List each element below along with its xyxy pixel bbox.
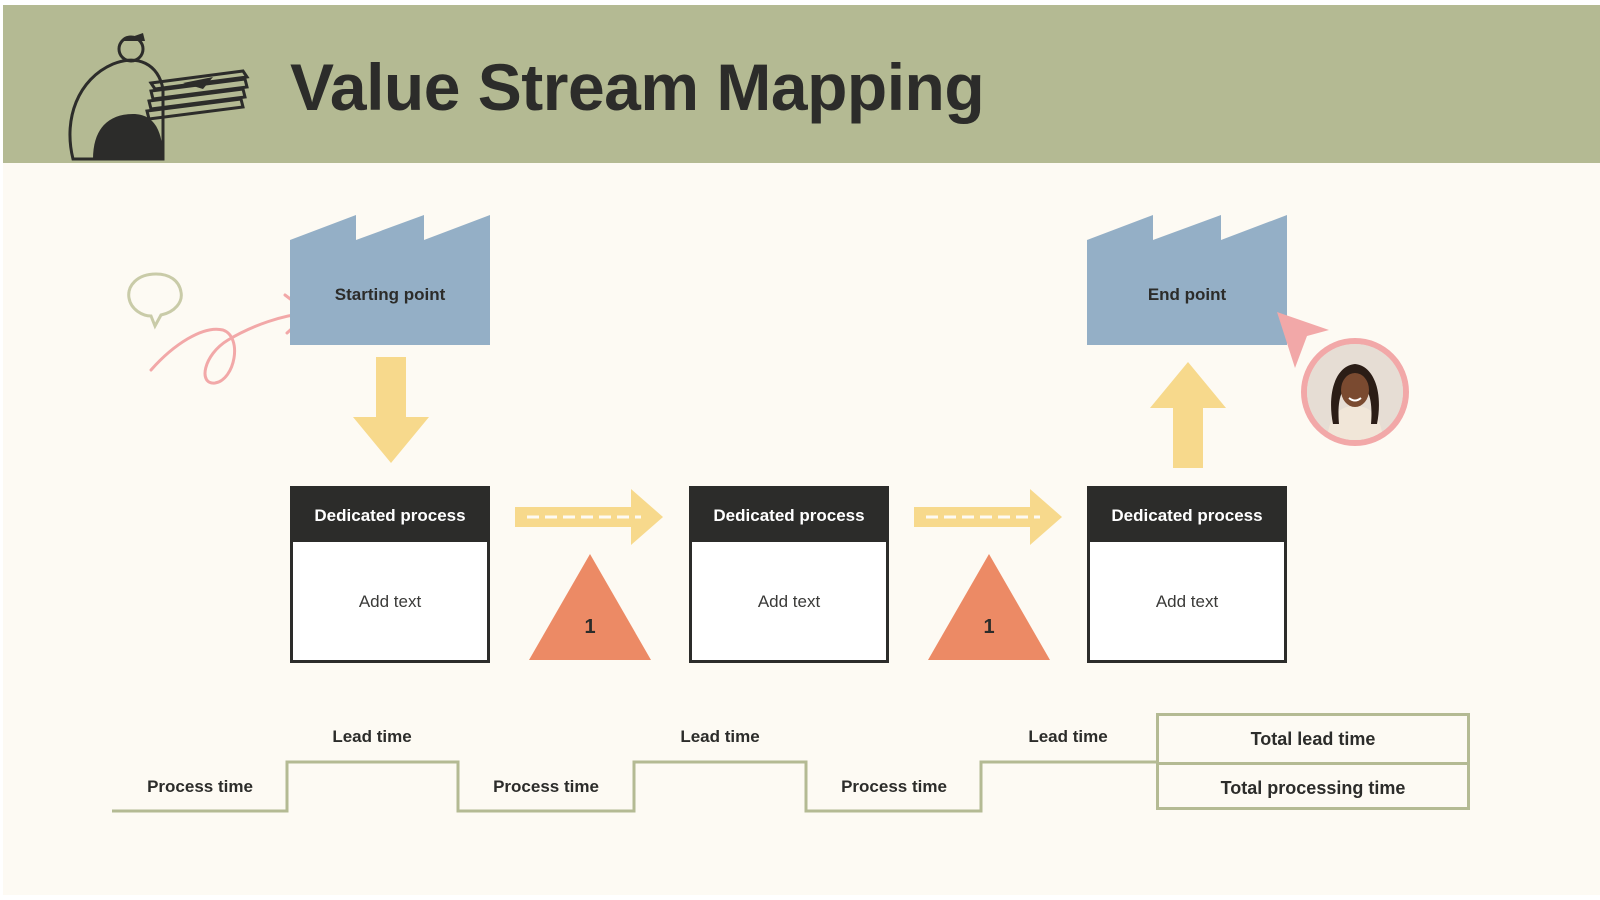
triangle-shape bbox=[529, 554, 651, 660]
inventory-count: 1 bbox=[983, 616, 995, 638]
process-body-text: Add text bbox=[757, 592, 821, 611]
process-time-label: Process time bbox=[147, 777, 253, 796]
process-box: Dedicated process Add text bbox=[290, 486, 490, 663]
process-header: Dedicated process bbox=[692, 489, 886, 542]
timeline-ladder bbox=[112, 760, 1156, 813]
avatar-photo bbox=[1307, 344, 1403, 440]
inventory-triangle: 1 bbox=[529, 554, 651, 660]
inventory-triangle: 1 bbox=[928, 554, 1050, 660]
pointer-arrow-icon bbox=[1277, 312, 1329, 368]
process-body-text: Add text bbox=[358, 592, 422, 611]
down-arrow-icon bbox=[353, 357, 429, 463]
triangle-shape bbox=[928, 554, 1050, 660]
factory-shape bbox=[1087, 215, 1287, 345]
end-label: End point bbox=[1147, 285, 1227, 304]
start-factory: Starting point bbox=[290, 215, 490, 345]
process-box: Dedicated process Add text bbox=[689, 486, 889, 663]
totals-table: Total lead time Total processing time bbox=[1156, 713, 1470, 810]
process-header: Dedicated process bbox=[293, 489, 487, 542]
avatar bbox=[1301, 338, 1409, 446]
page-title: Value Stream Mapping bbox=[290, 50, 985, 124]
process-header: Dedicated process bbox=[1090, 489, 1284, 542]
lead-time-label: Lead time bbox=[680, 727, 760, 746]
start-label: Starting point bbox=[334, 285, 446, 304]
total-lead-time: Total lead time bbox=[1159, 716, 1467, 765]
end-factory: End point bbox=[1087, 215, 1287, 345]
push-arrow-icon bbox=[515, 489, 663, 545]
process-time-label: Process time bbox=[493, 777, 599, 796]
slide-canvas: Value Stream Mapping Starting point End … bbox=[3, 5, 1600, 895]
speech-bubble-icon bbox=[127, 272, 183, 330]
process-body-text: Add text bbox=[1155, 592, 1219, 611]
up-arrow-icon bbox=[1150, 362, 1226, 468]
lead-time-label: Lead time bbox=[1028, 727, 1108, 746]
header-banner: Value Stream Mapping bbox=[3, 5, 1600, 163]
inventory-count: 1 bbox=[584, 616, 596, 638]
process-box: Dedicated process Add text bbox=[1087, 486, 1287, 663]
factory-shape bbox=[290, 215, 490, 345]
push-arrow-icon bbox=[914, 489, 1062, 545]
lead-time-label: Lead time bbox=[332, 727, 412, 746]
total-processing-time: Total processing time bbox=[1220, 778, 1406, 798]
process-time-label: Process time bbox=[841, 777, 947, 796]
mascot-illustration bbox=[68, 33, 250, 161]
